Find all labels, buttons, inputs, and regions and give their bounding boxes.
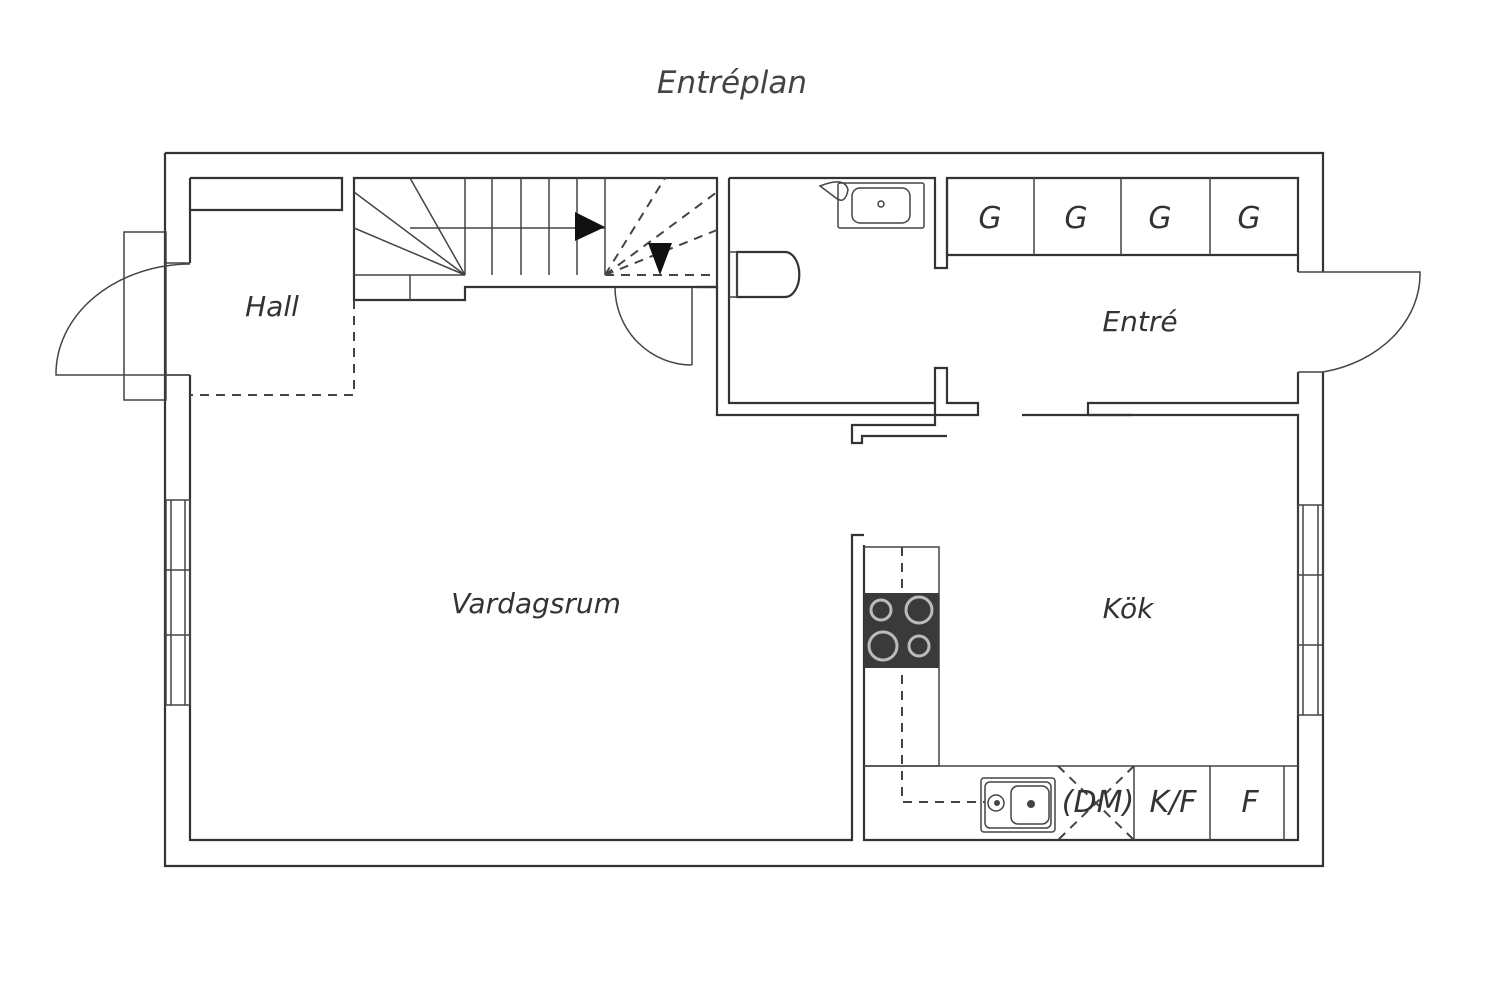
sink-icon [980,777,1056,833]
room-label-hall: Hall [245,290,299,323]
room-label-entre: Entré [1102,305,1177,338]
plan-title: Entréplan [657,65,807,101]
window-right [1297,504,1324,716]
stair-door [614,285,980,445]
stove-icon [864,593,939,668]
wc-room [727,176,949,405]
wardrobe-label: G [1064,201,1087,236]
stair-arrow-icon [575,212,605,241]
entre-door [1298,271,1421,373]
fridge-freezer-label: K/F [1149,785,1197,820]
wardrobes: G G G G [945,176,1300,257]
outer-walls [163,151,1325,868]
kitchen-counter: (DM) K/F F [864,546,1298,841]
room-label-vardagsrum: Vardagsrum [451,587,621,620]
hall-door [55,231,191,401]
wardrobe-label: G [1237,201,1260,236]
stair-arrow-down-icon [648,243,672,275]
dishwasher-label: (DM) [1062,785,1134,820]
room-label-kok: Kök [1103,592,1155,625]
staircase [352,176,719,302]
wardrobe-label: G [978,201,1001,236]
window-left [165,499,191,706]
freezer-label: F [1241,785,1259,820]
wardrobe-label: G [1148,201,1171,236]
